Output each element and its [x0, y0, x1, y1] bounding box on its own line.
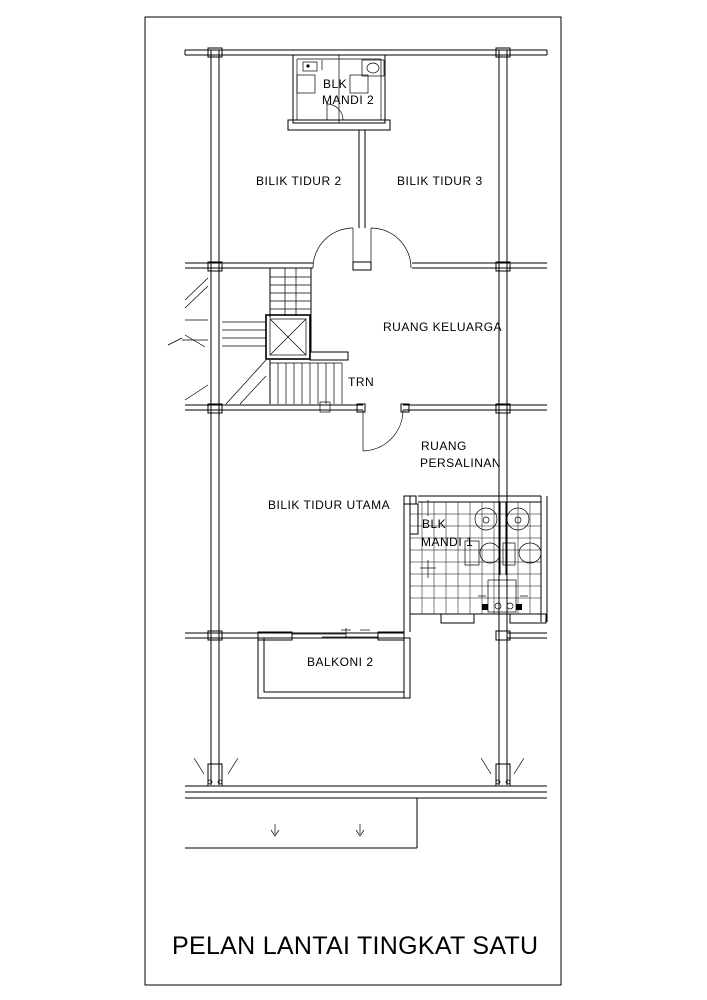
label-bilik-tidur-2: BILIK TIDUR 2 [256, 174, 342, 188]
label-blk-mandi-1-line2: MANDI 1 [421, 535, 473, 549]
label-blk-mandi-2-line2: MANDI 2 [322, 93, 374, 107]
label-ruang-persalinan-line1: RUANG [421, 439, 467, 453]
balcony-2 [257, 637, 411, 699]
top-wall [184, 49, 548, 56]
partition-bedrooms [358, 130, 366, 228]
label-balkoni-2: BALKONI 2 [307, 655, 374, 669]
label-blk-mandi-1-line1: BLK [422, 517, 446, 531]
front-porch [185, 757, 547, 849]
label-ruang-persalinan-line2: PERSALINAN [420, 456, 501, 470]
right-party-wall [495, 47, 511, 785]
label-bilik-tidur-utama: BILIK TIDUR UTAMA [268, 498, 390, 512]
staircase [167, 268, 349, 413]
label-ruang-keluarga: RUANG KELUARGA [383, 320, 502, 334]
label-blk-mandi-2-line1: BLK [323, 77, 347, 91]
sheet-border [144, 16, 562, 986]
wall-bedrooms-family [185, 227, 547, 271]
bathroom-2 [287, 54, 391, 131]
label-trn: TRN [348, 375, 374, 389]
left-party-wall [207, 47, 223, 785]
drawing-title: PELAN LANTAI TINGKAT SATU [172, 932, 538, 960]
bathroom-1 [403, 495, 548, 632]
wall-family-master [185, 403, 547, 452]
label-bilik-tidur-3: BILIK TIDUR 3 [397, 174, 483, 188]
